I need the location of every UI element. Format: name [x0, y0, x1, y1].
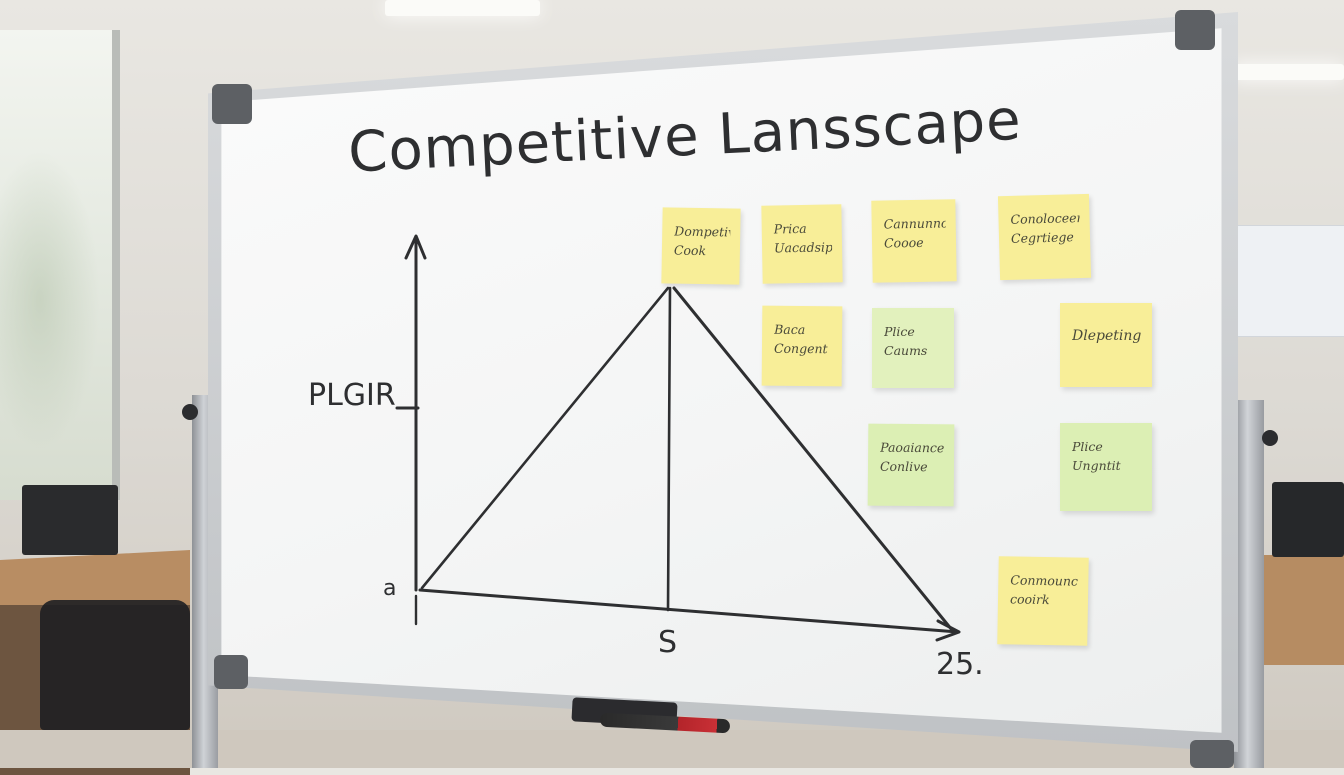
- sticky-note: Baca Congent: [761, 305, 843, 387]
- sticky-note-text: Coooe: [883, 234, 924, 251]
- board-corner-cap: [214, 655, 248, 689]
- sticky-note-text: Baca: [774, 321, 806, 338]
- sticky-note-text: Caums: [884, 343, 928, 358]
- center-line: [666, 286, 672, 612]
- board-corner-cap: [1175, 10, 1215, 50]
- office-chair: [40, 600, 190, 730]
- sticky-note: Conmouncef cooirk: [997, 556, 1089, 646]
- x-axis-mid-label: S: [658, 625, 678, 660]
- sticky-note: Conoloceens Cegrtiege: [997, 193, 1092, 281]
- computer-monitor: [22, 485, 118, 555]
- sticky-note-text: cooirk: [1009, 591, 1050, 608]
- x-axis-end-label: 25.: [936, 647, 984, 682]
- sticky-note-text: Dlepeting: [1072, 328, 1142, 344]
- sticky-note: Dompetive Cook: [661, 207, 741, 285]
- sticky-note-text: Cook: [673, 242, 707, 259]
- ceiling-light: [1232, 64, 1344, 80]
- sticky-note-text: Paoaiance: [880, 439, 945, 456]
- sticky-note-text: Plice: [884, 324, 915, 339]
- computer-monitor: [1272, 482, 1344, 557]
- sticky-note-text: Ungntit: [1072, 458, 1121, 473]
- x-axis-line: [418, 588, 960, 634]
- sticky-note: Paoaiance Conlive: [867, 423, 955, 507]
- sticky-note-text: Conlive: [879, 458, 928, 475]
- board-corner-cap: [1190, 740, 1234, 768]
- triangle-left-side: [420, 286, 670, 590]
- origin-label: a: [383, 576, 397, 601]
- board-corner-cap: [212, 84, 252, 124]
- sticky-note-text: Conoloceens: [1010, 209, 1080, 227]
- whiteboard-stand-leg: [1234, 400, 1264, 768]
- stand-knob: [182, 404, 198, 420]
- sticky-note: Prica Uacadsip: [761, 204, 843, 284]
- sticky-note: Plice Ungntit: [1060, 423, 1152, 511]
- sticky-note-text: Uacadsip: [773, 239, 833, 256]
- sticky-note-text: Dompetive: [674, 223, 731, 240]
- sticky-note-text: Plice: [1072, 439, 1103, 454]
- triangle-right-side: [672, 286, 954, 632]
- stand-knob: [1262, 430, 1278, 446]
- ceiling-light: [385, 0, 540, 16]
- office-window: [0, 30, 120, 500]
- sticky-note-text: Cegrtiege: [1010, 229, 1074, 246]
- x-axis-arrow: [935, 619, 961, 642]
- y-axis-arrow: [404, 234, 427, 260]
- sticky-note: Dlepeting: [1060, 303, 1152, 387]
- sticky-note: Cannunno Coooe: [871, 199, 957, 283]
- sticky-note-text: Cannunno: [883, 215, 946, 232]
- sticky-note: Plice Caums: [872, 308, 954, 388]
- sticky-note-text: Prica: [773, 220, 807, 237]
- y-axis-label: PLGIR: [308, 378, 396, 413]
- sticky-note-text: Congent: [773, 340, 828, 357]
- sticky-note-text: Conmouncef: [1010, 572, 1079, 589]
